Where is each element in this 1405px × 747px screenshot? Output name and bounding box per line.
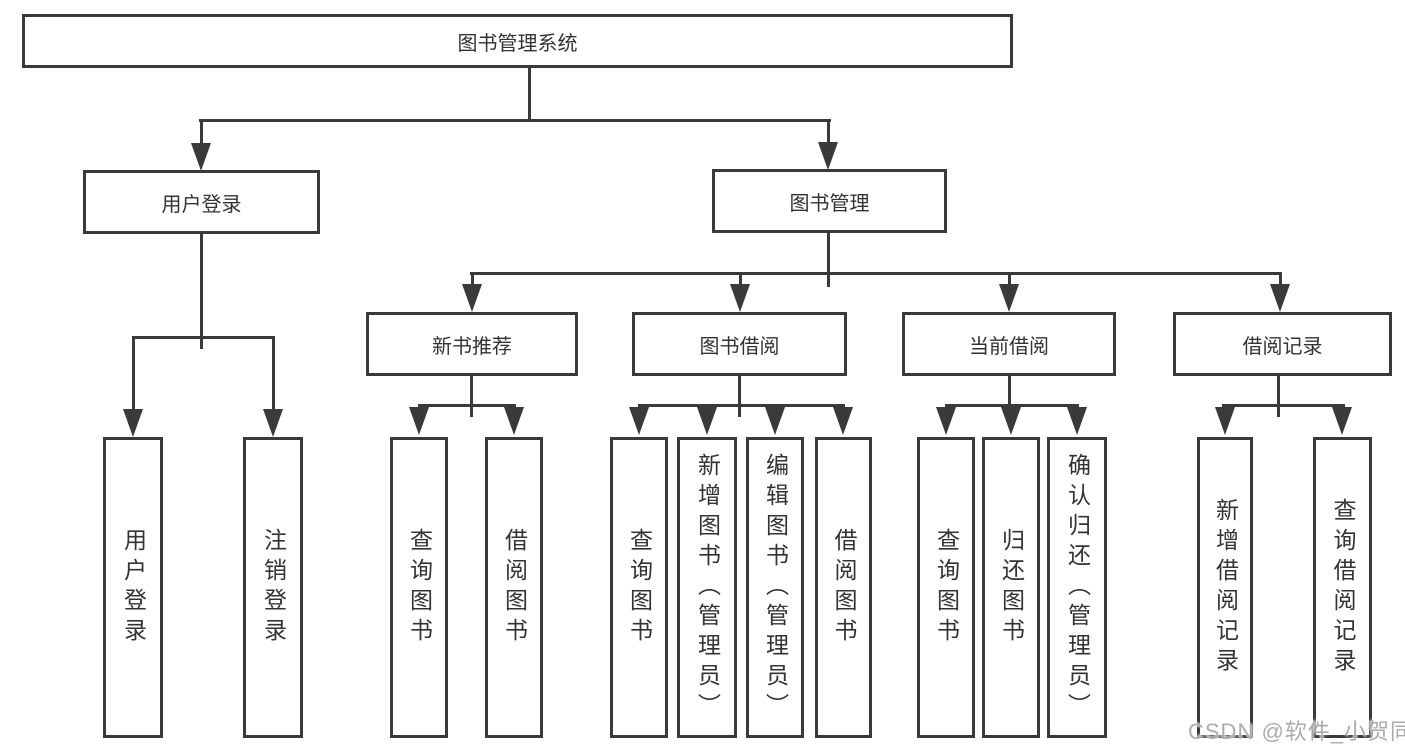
connector-arrowhead-down [1270, 284, 1290, 312]
connector-line [738, 376, 741, 407]
connector-arrowhead-down [697, 407, 717, 435]
connector-arrowhead-down [1215, 407, 1235, 435]
leaf-logout: 注销登录 [243, 437, 303, 738]
leaf-label: 查询借阅记录 [1330, 497, 1356, 678]
leaf-label: 编辑图书（管理员） [762, 452, 789, 723]
connector-line [528, 68, 531, 122]
leaf-label: 新增图书（管理员） [694, 452, 721, 723]
connector-arrowhead-down [191, 143, 211, 171]
connector-line [471, 272, 474, 288]
connector-arrowhead-down [765, 407, 785, 435]
connector-arrowhead-down [1332, 407, 1352, 435]
node-label: 图书借阅 [699, 335, 780, 358]
connector-line [470, 376, 473, 407]
node-book-management: 图书管理 [712, 169, 947, 233]
leaf-add-borrow-record: 新增借阅记录 [1197, 437, 1253, 738]
leaf-label: 确认归还（管理员） [1064, 452, 1091, 723]
leaf-label: 查询图书 [406, 527, 433, 648]
node-user-login: 用户登录 [83, 170, 320, 234]
connector-arrowhead-down [629, 407, 649, 435]
connector-line [1279, 272, 1282, 288]
node-label: 图书管理系统 [457, 32, 578, 55]
connector-line [132, 336, 275, 339]
connector-line [1222, 404, 1345, 407]
leaf-confirm-return-admin: 确认归还（管理员） [1047, 437, 1107, 738]
leaf-label: 借阅图书 [831, 527, 857, 648]
node-book-borrowing: 图书借阅 [632, 312, 847, 376]
connector-arrowhead-down [936, 407, 956, 435]
node-borrowing-records: 借阅记录 [1173, 312, 1392, 376]
leaf-borrow-books-recommend: 借阅图书 [485, 437, 543, 738]
connector-line [827, 275, 830, 287]
node-label: 借阅记录 [1242, 335, 1323, 358]
leaf-label: 查询图书 [626, 527, 653, 648]
connector-line [827, 119, 830, 146]
connector-line [200, 119, 203, 146]
connector-line [418, 404, 516, 407]
connector-line [132, 336, 135, 412]
leaf-return-books: 归还图书 [982, 437, 1040, 738]
leaf-label: 新增借阅记录 [1212, 497, 1239, 678]
node-library-management-system: 图书管理系统 [22, 14, 1013, 68]
connector-line [739, 272, 742, 288]
leaf-add-books-admin: 新增图书（管理员） [677, 437, 737, 738]
connector-line [945, 404, 1079, 407]
leaf-label: 用户登录 [120, 527, 147, 648]
leaf-edit-books-admin: 编辑图书（管理员） [746, 437, 804, 738]
connector-line [200, 234, 203, 339]
node-label: 新书推荐 [432, 335, 512, 358]
leaf-label: 借阅图书 [501, 527, 528, 648]
connector-line [1277, 376, 1280, 407]
connector-line [1008, 272, 1011, 288]
node-label: 图书管理 [789, 192, 870, 215]
connector-arrowhead-down [833, 407, 853, 435]
connector-line [638, 404, 845, 407]
connector-arrowhead-down [999, 284, 1019, 312]
leaf-label: 注销登录 [260, 527, 287, 648]
connector-line [738, 407, 741, 417]
leaf-borrow-books: 借阅图书 [815, 437, 872, 738]
connector-arrowhead-down [462, 284, 482, 312]
node-label: 用户登录 [161, 193, 242, 216]
leaf-query-books-borrowing: 查询图书 [610, 437, 668, 738]
node-new-book-recommend: 新书推荐 [366, 312, 578, 376]
leaf-query-books-recommend: 查询图书 [390, 437, 448, 738]
connector-arrowhead-down [730, 284, 750, 312]
connector-arrowhead-down [123, 409, 143, 437]
connector-line [272, 336, 275, 412]
leaf-user-login: 用户登录 [103, 437, 163, 738]
node-current-borrowing: 当前借阅 [902, 312, 1116, 376]
connector-arrowhead-down [1067, 407, 1087, 435]
leaf-query-borrow-record: 查询借阅记录 [1313, 437, 1372, 738]
connector-line [1008, 376, 1011, 407]
leaf-label: 归还图书 [998, 527, 1025, 648]
leaf-label: 查询图书 [933, 527, 960, 648]
connector-arrowhead-down [263, 409, 283, 437]
leaf-query-books-current: 查询图书 [917, 437, 975, 738]
node-label: 当前借阅 [969, 335, 1049, 358]
connector-line [1277, 407, 1280, 417]
csdn-watermark: CSDN @软件_小贺同学 [1188, 719, 1405, 744]
connector-line [199, 119, 831, 122]
connector-arrowhead-down [504, 407, 524, 435]
connector-line [827, 233, 830, 275]
connector-arrowhead-down [409, 407, 429, 435]
connector-line [470, 407, 473, 417]
connector-arrowhead-down [1001, 407, 1021, 435]
connector-line [200, 339, 203, 349]
connector-arrowhead-down [818, 142, 838, 170]
connector-line [470, 272, 1282, 275]
